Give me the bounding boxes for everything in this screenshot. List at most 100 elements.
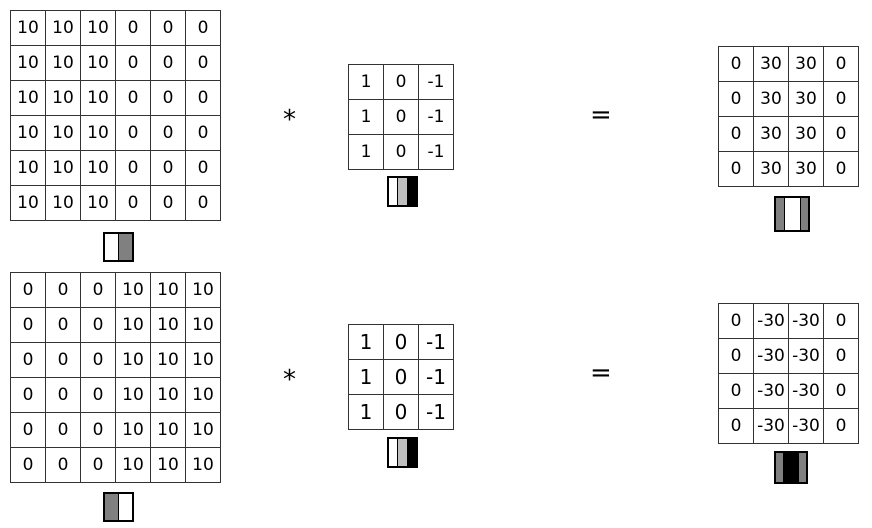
matrix-cell: 0 [718, 373, 754, 409]
matrix-cell: 10 [150, 412, 186, 448]
matrix-cell: 10 [185, 447, 221, 483]
matrix-cell: 0 [10, 377, 46, 413]
edge-swatch [105, 494, 118, 520]
matrix-cell: 0 [45, 377, 81, 413]
matrix-cell: 10 [115, 272, 151, 308]
matrix-cell: 0 [383, 134, 419, 170]
matrix-cell: 0 [115, 10, 151, 46]
matrix-cell: 10 [45, 185, 81, 221]
matrix-cell: 0 [383, 324, 419, 360]
matrix-cell: 0 [185, 150, 221, 186]
matrix-cell: 10 [80, 115, 116, 151]
input-edge-icon [103, 232, 134, 262]
matrix-cell: 10 [45, 115, 81, 151]
edge-swatch [118, 494, 132, 520]
matrix-cell: 0 [45, 342, 81, 378]
matrix-cell: -1 [418, 394, 454, 430]
matrix-cell: 0 [10, 307, 46, 343]
edge-swatch [783, 198, 800, 230]
matrix-cell: 0 [80, 377, 116, 413]
matrix-cell: 0 [150, 185, 186, 221]
matrix-cell: 30 [753, 116, 789, 152]
matrix-cell: -30 [753, 373, 789, 409]
input-edge-icon [103, 492, 134, 522]
matrix-cell: 0 [45, 412, 81, 448]
matrix-cell: 0 [823, 81, 859, 117]
matrix-cell: -1 [418, 99, 454, 135]
matrix-cell: 10 [115, 447, 151, 483]
edge-swatch [799, 198, 808, 230]
edge-swatch [776, 453, 783, 482]
edge-swatch [406, 439, 416, 466]
matrix-cell: 10 [45, 45, 81, 81]
matrix-cell: 0 [383, 64, 419, 100]
matrix-cell: 0 [823, 373, 859, 409]
edge-swatch [406, 178, 416, 205]
matrix-cell: 0 [823, 303, 859, 339]
matrix-cell: 0 [718, 151, 754, 187]
matrix-cell: 0 [45, 307, 81, 343]
matrix-cell: 0 [45, 272, 81, 308]
equals-sign: = [590, 358, 612, 388]
matrix-cell: 10 [80, 185, 116, 221]
matrix-cell: 0 [383, 99, 419, 135]
matrix-cell: 0 [718, 408, 754, 444]
matrix-cell: 10 [115, 377, 151, 413]
matrix-cell: 30 [753, 46, 789, 82]
matrix-cell: 0 [80, 342, 116, 378]
edge-swatch [776, 198, 784, 230]
edge-swatch [118, 234, 132, 260]
matrix-cell: 10 [185, 272, 221, 308]
matrix-cell: 30 [788, 116, 824, 152]
matrix-cell: 30 [788, 46, 824, 82]
matrix-cell: 10 [10, 10, 46, 46]
kernel-gradient-icon [387, 176, 418, 207]
matrix-cell: -1 [418, 359, 454, 395]
matrix-cell: 0 [823, 46, 859, 82]
matrix-cell: 1 [348, 394, 384, 430]
matrix-cell: -30 [788, 303, 824, 339]
equals-sign: = [590, 100, 612, 130]
matrix-cell: 10 [10, 115, 46, 151]
matrix-cell: 0 [115, 115, 151, 151]
matrix-cell: 0 [115, 150, 151, 186]
matrix-cell: 0 [718, 116, 754, 152]
matrix-cell: 0 [718, 46, 754, 82]
matrix-cell: 0 [383, 394, 419, 430]
matrix-cell: 10 [150, 447, 186, 483]
matrix-cell: 0 [823, 338, 859, 374]
matrix-cell: 10 [150, 377, 186, 413]
matrix-cell: 0 [823, 116, 859, 152]
matrix-cell: 30 [753, 81, 789, 117]
matrix-cell: 0 [115, 80, 151, 116]
matrix-cell: -30 [788, 373, 824, 409]
matrix-cell: 0 [10, 447, 46, 483]
matrix-cell: -30 [753, 303, 789, 339]
matrix-cell: 0 [80, 447, 116, 483]
matrix-cell: 0 [383, 359, 419, 395]
matrix-cell: 1 [348, 324, 384, 360]
output-edge-icon [774, 451, 808, 484]
matrix-cell: -1 [418, 324, 454, 360]
matrix-cell: 0 [823, 151, 859, 187]
matrix-cell: 0 [80, 412, 116, 448]
matrix-cell: 1 [348, 134, 384, 170]
